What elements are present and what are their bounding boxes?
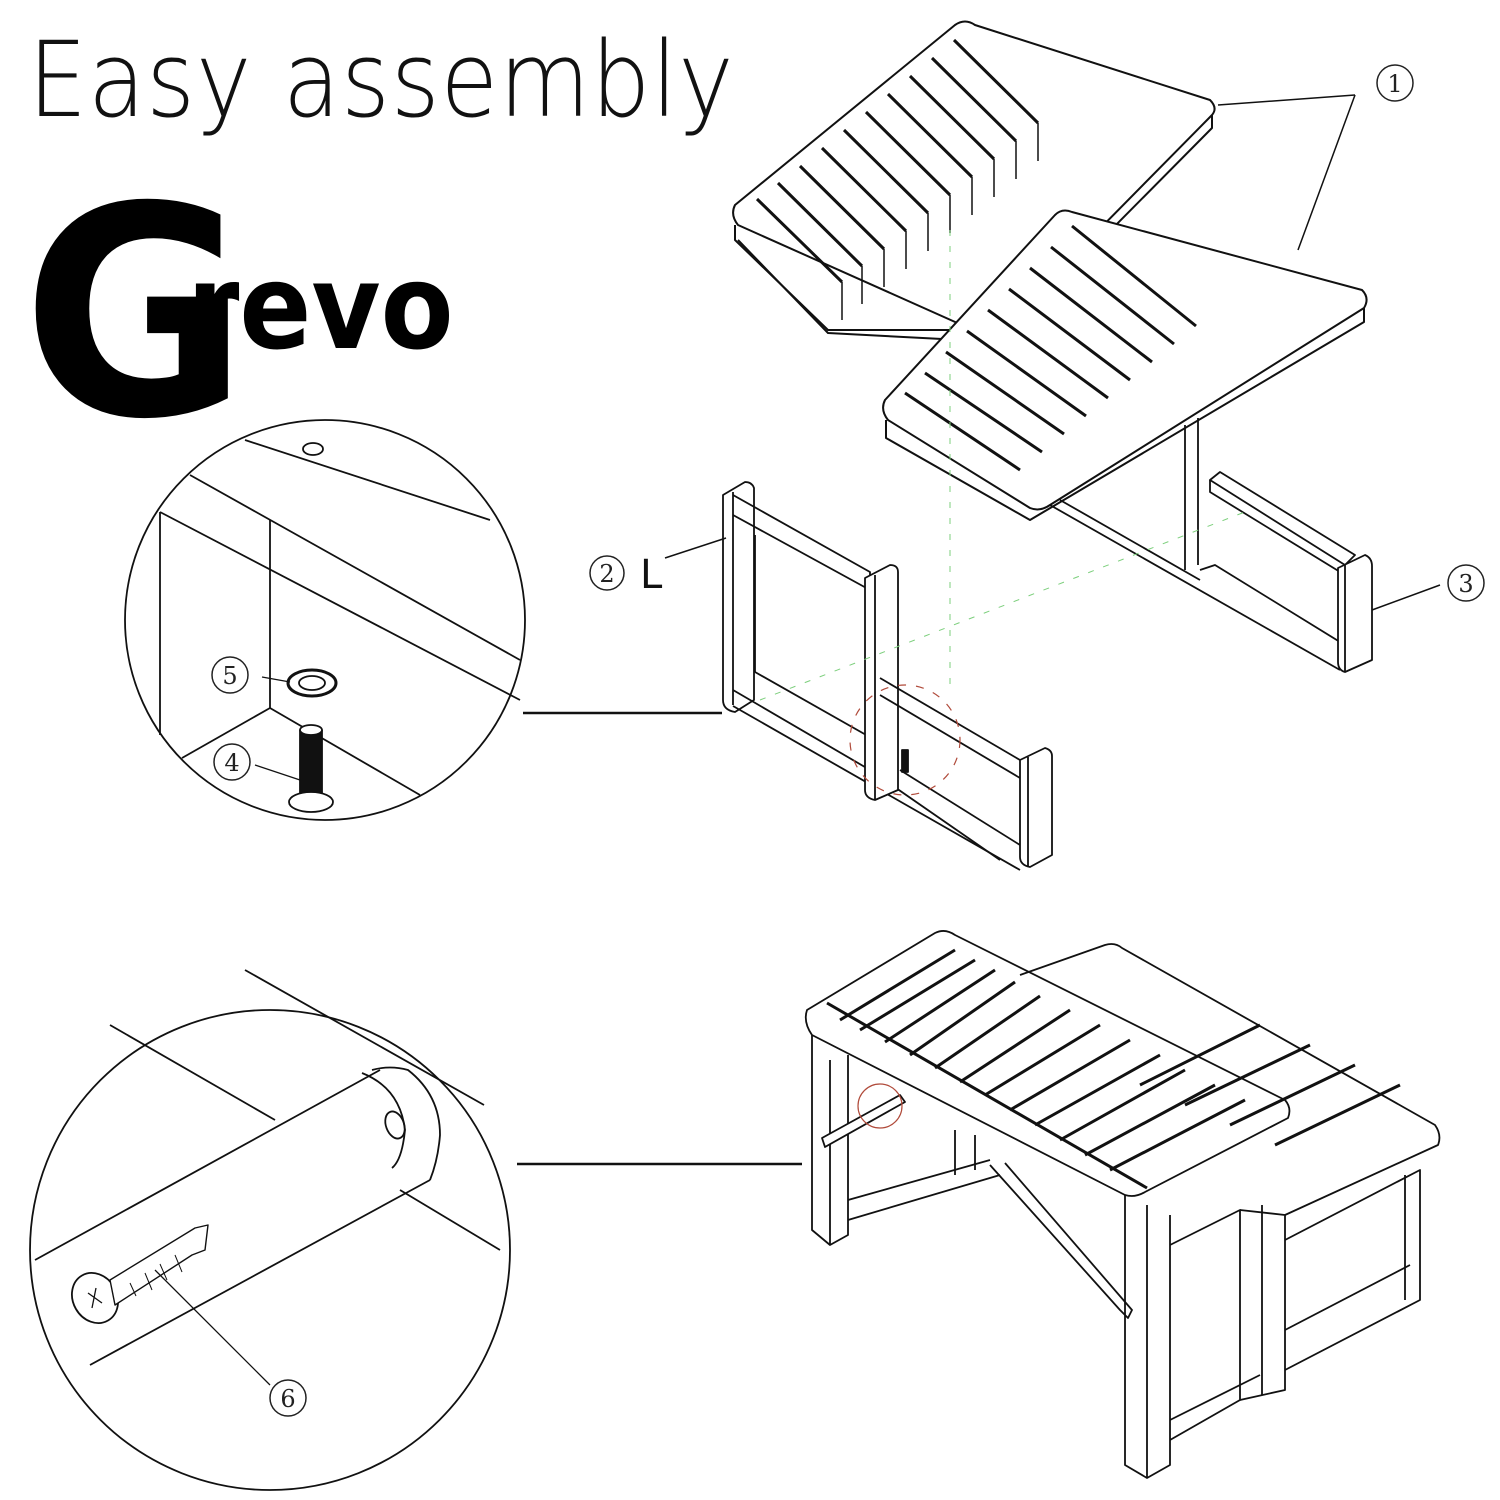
detail-circle-bolt-washer (124, 419, 526, 821)
seat-panel-lower (882, 209, 1368, 521)
callout-leaders (664, 94, 1441, 611)
assembled-bench (804, 930, 1441, 1479)
svg-text:2: 2 (599, 560, 614, 588)
svg-text:6: 6 (280, 1385, 295, 1413)
callout-part-6: 6 (269, 1379, 307, 1417)
svg-text:1: 1 (1387, 70, 1402, 98)
left-side-frame (722, 481, 1053, 871)
brand-logo-initial: G (22, 146, 248, 483)
callout-part-4: 4 (213, 743, 251, 781)
callout-part-5: 5 (211, 656, 249, 694)
svg-text:4: 4 (224, 749, 239, 777)
page-title: Easy assembly (28, 19, 735, 141)
detail-circle-screw (29, 969, 511, 1491)
brand-logo-text: revo (187, 238, 454, 376)
svg-text:5: 5 (222, 662, 237, 690)
callout-part-2: 2 L (589, 552, 663, 598)
callout-part-1: 1 (1376, 64, 1414, 102)
brand-logo: G revo (22, 170, 502, 460)
right-frame-assembly (1049, 418, 1373, 673)
svg-text:3: 3 (1458, 570, 1473, 598)
svg-text:L: L (640, 552, 663, 598)
callout-part-3: 3 (1447, 564, 1485, 602)
